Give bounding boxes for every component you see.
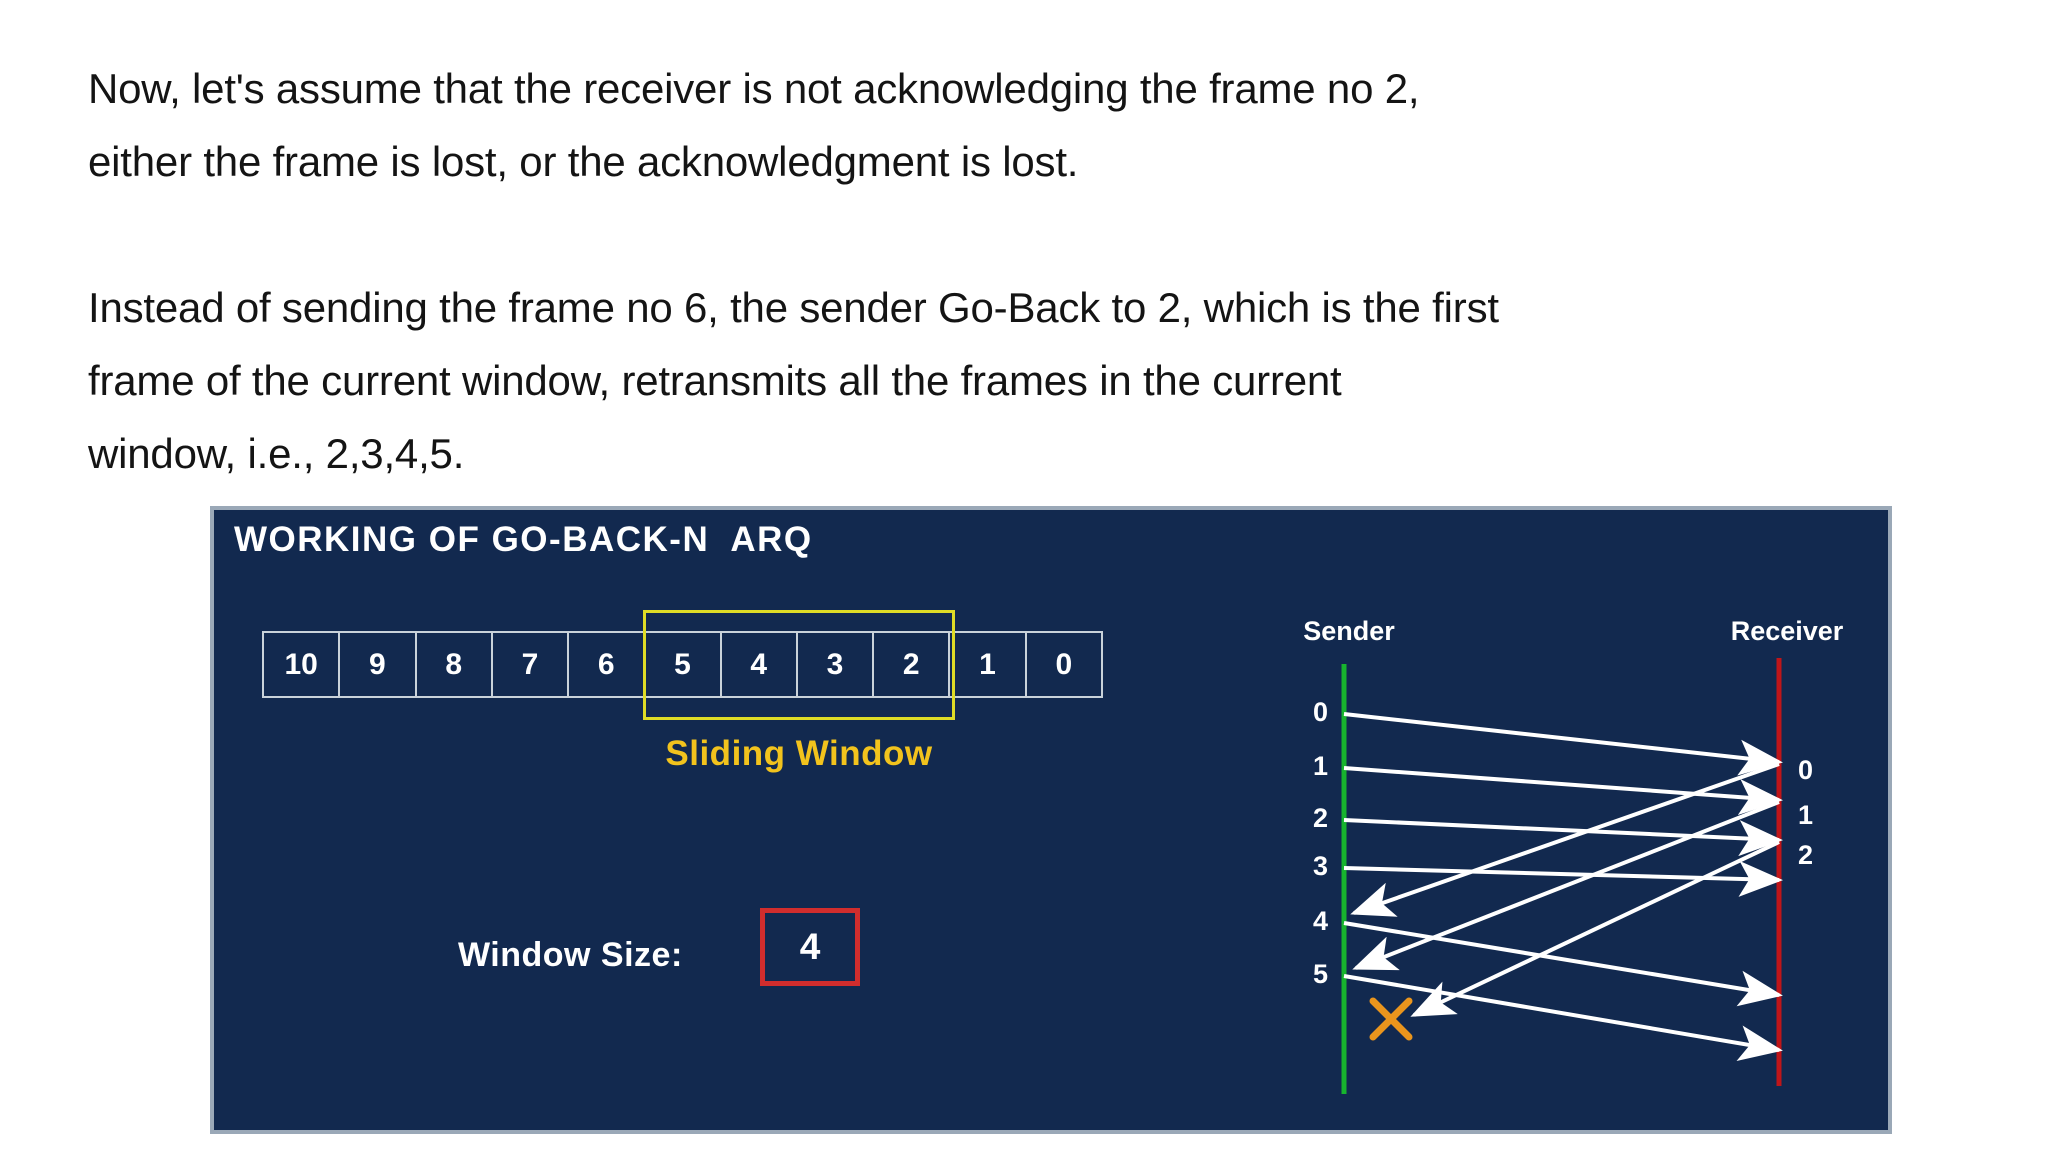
ack-arrow-0 [1350,762,1780,917]
window-size-value-box: 4 [760,908,860,986]
receiver-tick-0: 0 [1798,755,1813,785]
gbn-diagram-panel: WORKING OF GO-BACK-N ARQ 10 9 8 7 6 5 4 … [210,506,1892,1134]
paragraph-2: Instead of sending the frame no 6, the s… [88,271,1968,490]
sender-tick-1: 1 [1313,751,1328,781]
sliding-window-highlight [643,610,955,720]
text-line: frame of the current window, retransmits… [88,357,1342,404]
receiver-tick-1: 1 [1798,800,1813,830]
sender-tick-5: 5 [1313,959,1328,989]
ack-arrow-2-lost [1410,840,1780,1017]
sender-tick-0: 0 [1313,697,1328,727]
receiver-heading: Receiver [1731,616,1844,646]
diagram-title: WORKING OF GO-BACK-N ARQ [234,520,813,559]
sender-receiver-timeline: Sender Receiver 0 1 2 3 4 5 0 1 2 [1303,616,1844,1094]
text-line: window, i.e., 2,3,4,5. [88,430,465,477]
frame-arrow-0 [1343,712,1783,776]
receiver-tick-2: 2 [1798,840,1813,870]
sender-tick-4: 4 [1313,906,1328,936]
lost-ack-x-icon [1369,997,1413,1041]
sender-tick-3: 3 [1313,851,1328,881]
window-size-label: Window Size: [458,936,683,974]
frame-arrow-4 [1343,921,1783,1007]
sender-tick-2: 2 [1313,803,1328,833]
frame-arrow-1 [1343,766,1783,816]
paragraph-1: Now, let's assume that the receiver is n… [88,52,1968,198]
ack-arrow-1 [1352,800,1780,971]
sliding-window-label: Sliding Window [665,734,933,773]
sequence-number-row: 10 9 8 7 6 5 4 3 2 1 0 [262,631,1103,698]
sender-heading: Sender [1303,616,1395,646]
window-size-value: 4 [799,926,821,967]
frame-arrow-2 [1343,818,1783,857]
text-line: Now, let's assume that the receiver is n… [88,65,1420,112]
sequence-box: 0 [1024,631,1103,698]
text-line: Instead of sending the frame no 6, the s… [88,284,1499,331]
text-line: either the frame is lost, or the acknowl… [88,138,1079,185]
intro-text: Now, let's assume that the receiver is n… [88,52,1968,490]
